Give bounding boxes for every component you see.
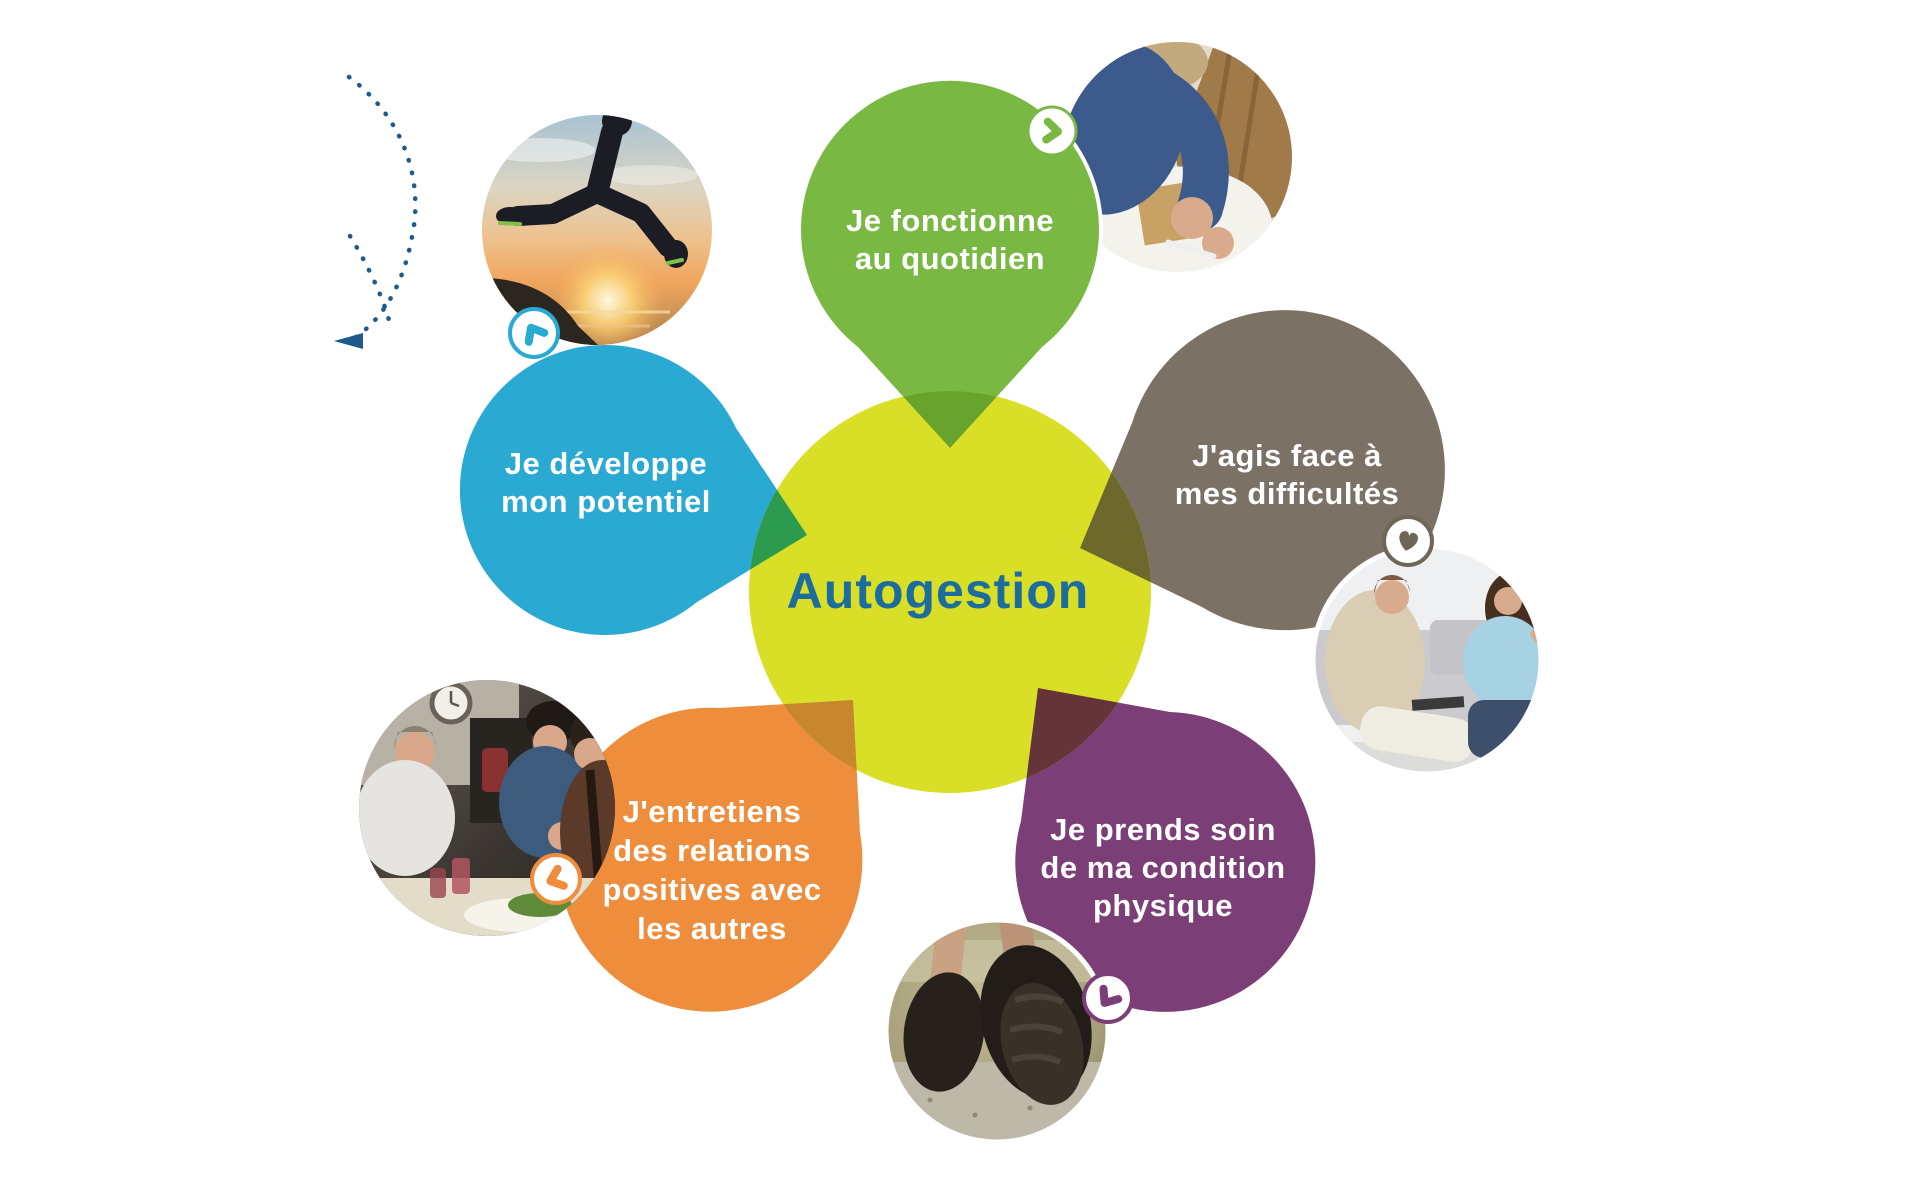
- petal-label-potentiel-line2: mon potentiel: [501, 484, 711, 519]
- photo-jumping: [482, 115, 712, 345]
- labels: Je fonctionne au quotidien J'agis face à…: [501, 203, 1399, 946]
- petal-je-fonctionne[interactable]: [801, 80, 1099, 448]
- photo-walking-ring: [883, 917, 1111, 1145]
- chevron-up-left-icon[interactable]: [508, 307, 560, 359]
- badges: [508, 105, 1434, 1024]
- petal-label-condition-line3: physique: [1093, 888, 1233, 923]
- petal-je-prends-soin[interactable]: [1015, 688, 1316, 1012]
- petal-label-relations-line1: J'entretiens: [623, 794, 802, 829]
- petal-label-relations-line2: des relations: [613, 833, 811, 868]
- heart-icon[interactable]: [1382, 515, 1434, 567]
- photo-talking: [1310, 543, 1544, 777]
- dotted-arc-outer: [346, 74, 418, 342]
- photo-walking: [883, 917, 1111, 1145]
- petal-label-quotidien-line1: Je fonctionne: [846, 203, 1054, 238]
- photo-study: [1062, 42, 1292, 272]
- petal-jagis-face[interactable]: [1080, 310, 1445, 631]
- petal-label-difficultes-line1: J'agis face à: [1192, 438, 1382, 473]
- petal-label-relations-line3: positives avec: [603, 872, 822, 907]
- petal-jentretiens[interactable]: [558, 700, 863, 1012]
- petal-label-condition-line1: Je prends soin: [1050, 812, 1276, 847]
- petal-label-potentiel-line1: Je développe: [505, 446, 707, 481]
- petal-label-difficultes-line2: mes difficultés: [1175, 476, 1400, 511]
- petal-label-condition-line2: de ma condition: [1040, 850, 1285, 885]
- arc-arrowhead-icon: [334, 333, 363, 349]
- petal-label-quotidien-line2: au quotidien: [855, 241, 1045, 276]
- dotted-arc-decoration: [334, 74, 418, 349]
- chevron-down-left-icon[interactable]: [1082, 972, 1134, 1024]
- center-title: Autogestion: [787, 563, 1090, 619]
- petal-label-relations-line4: les autres: [637, 911, 787, 946]
- chevron-right-icon[interactable]: [1026, 105, 1078, 157]
- chevron-left-icon[interactable]: [530, 853, 582, 905]
- petal-je-developpe[interactable]: [459, 344, 807, 635]
